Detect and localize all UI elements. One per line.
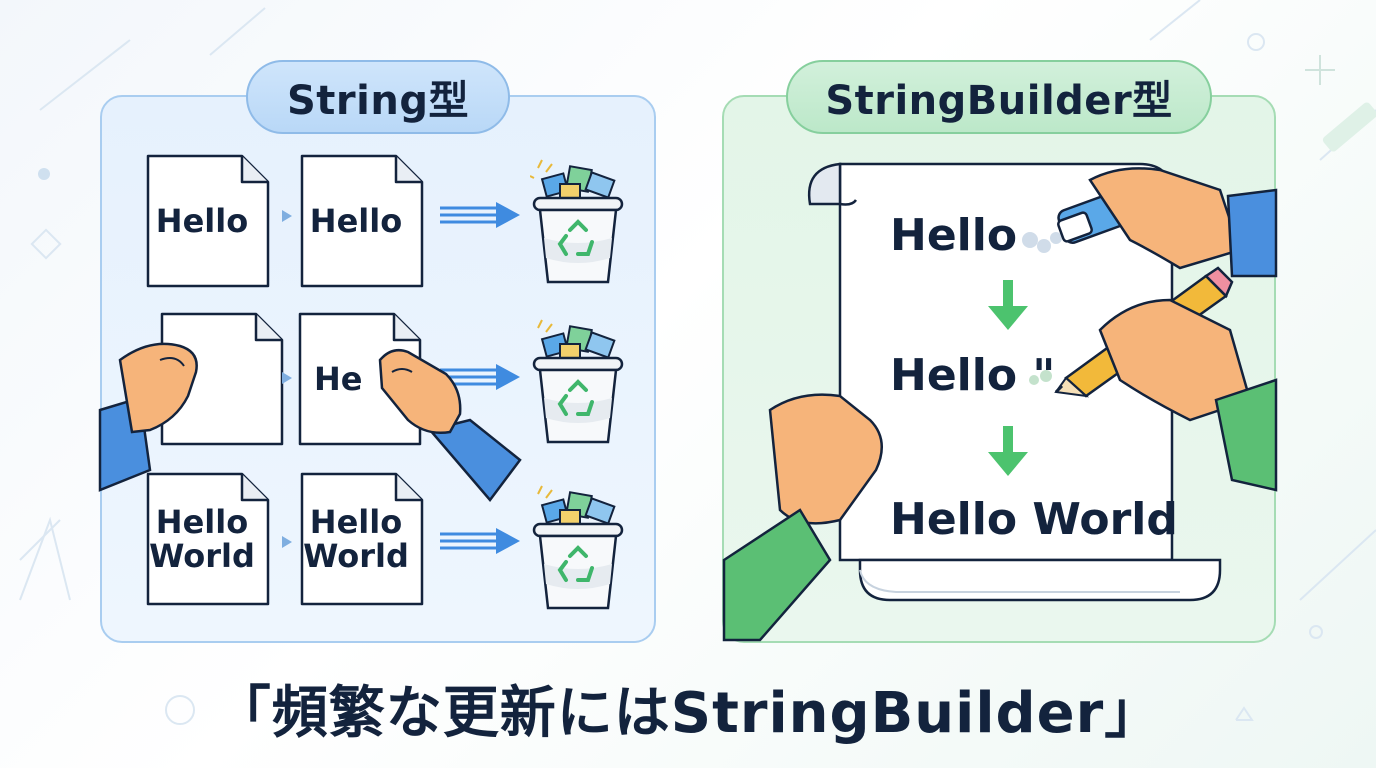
- arrow-icon: [440, 528, 520, 554]
- document-original: Hello World: [146, 472, 270, 606]
- arrow-icon: [440, 202, 520, 228]
- document-text: Hello World: [149, 503, 255, 575]
- down-arrow-icon: [988, 426, 1028, 476]
- document-copy: Hello: [300, 154, 424, 288]
- string-title-badge: String型: [246, 60, 510, 134]
- document-copy: Hello World: [300, 472, 424, 606]
- document-text: Hello World: [303, 503, 409, 575]
- builder-line-3: Hello World: [890, 494, 1178, 545]
- document-text: [166, 312, 266, 446]
- document-text: He: [314, 360, 363, 398]
- recycle-bin-icon: [530, 159, 624, 284]
- document-text: Hello: [155, 202, 249, 240]
- document-text: Hello: [309, 202, 403, 240]
- string-title: String型: [287, 78, 469, 124]
- document-original: [160, 312, 284, 446]
- arrow-icon: [282, 536, 292, 548]
- document-copy: He: [298, 312, 422, 446]
- arrow-icon: [282, 372, 292, 384]
- document-original: Hello: [146, 154, 270, 288]
- recycle-bin-icon: [532, 485, 624, 610]
- down-arrow-icon: [988, 280, 1028, 330]
- builder-line-1: Hello: [890, 210, 1018, 261]
- arrow-icon: [440, 364, 520, 390]
- stringbuilder-title: StringBuilder型: [825, 78, 1173, 124]
- caption: 「頻繁な更新にはStringBuilder」: [214, 681, 1162, 746]
- builder-line-2: Hello ": [890, 350, 1056, 401]
- stringbuilder-title-badge: StringBuilder型: [786, 60, 1212, 134]
- arrow-icon: [282, 210, 292, 222]
- recycle-bin-icon: [532, 319, 624, 444]
